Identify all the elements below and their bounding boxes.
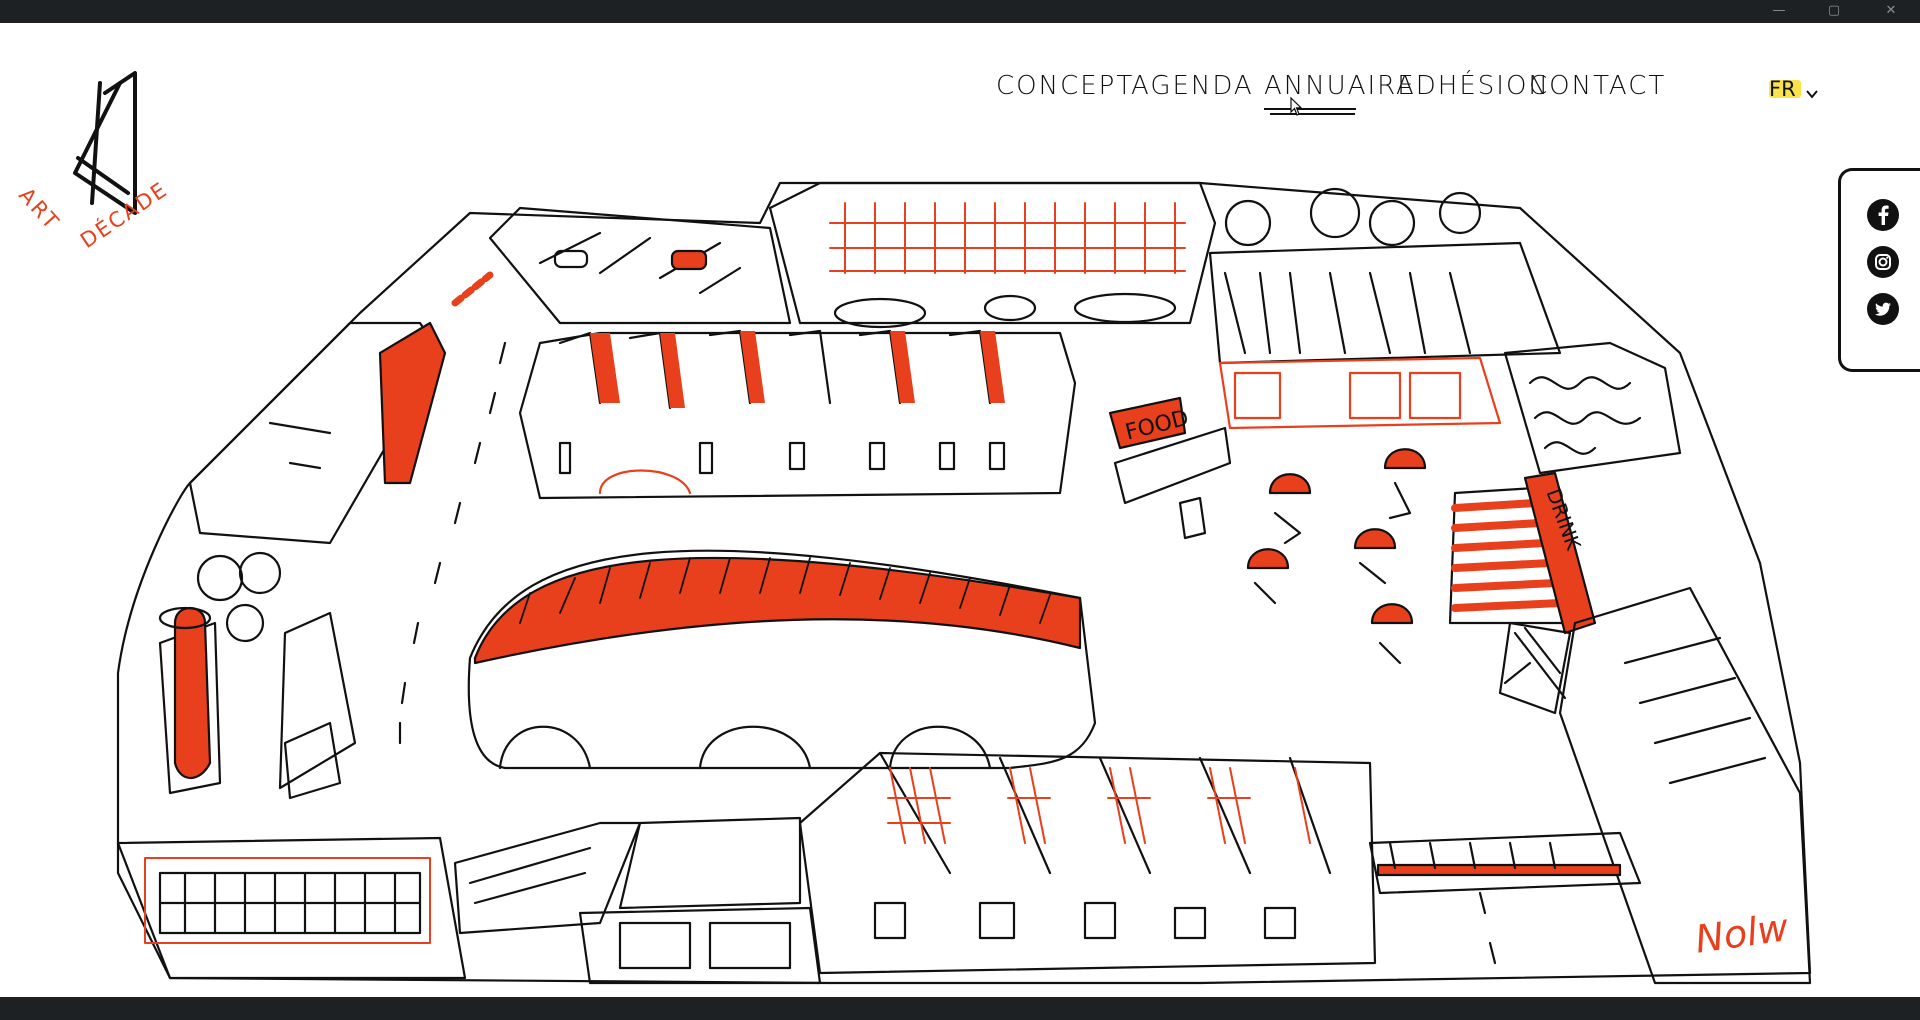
factory-bottom [798, 751, 1377, 975]
page-stage: FOOD DRINK [0, 23, 1920, 997]
car-icon [670, 249, 708, 271]
car-icon [553, 249, 589, 269]
parking-area [488, 206, 792, 325]
art-decade-logo[interactable] [30, 63, 160, 263]
barrier-icon [451, 271, 494, 307]
restore-button[interactable]: ▢ [1827, 3, 1841, 18]
nav-annuaire[interactable]: ANNUAIRE [1264, 71, 1416, 101]
main-nav: CONCEPT AGENDA ANNUAIRE ADHÉSION CONTACT [0, 71, 1920, 115]
nav-adhesion[interactable]: ADHÉSION [1396, 71, 1550, 101]
building-right [1558, 586, 1812, 985]
parasol-tables [1246, 448, 1427, 665]
grid-building-top [768, 181, 1217, 325]
facebook-icon[interactable] [1867, 199, 1899, 231]
mouse-cursor-icon [1290, 97, 1303, 116]
site-illustration: FOOD DRINK [116, 181, 1812, 985]
chevron-down-icon[interactable] [1805, 87, 1819, 101]
instagram-icon[interactable] [1867, 246, 1899, 278]
factory-top [518, 331, 1077, 500]
nav-contact[interactable]: CONTACT [1529, 71, 1667, 101]
window-titlebar: — ▢ ✕ [0, 0, 1920, 23]
minimize-button[interactable]: — [1772, 3, 1786, 18]
close-button[interactable]: ✕ [1885, 3, 1897, 18]
language-selector[interactable]: FR [1769, 77, 1796, 101]
nav-concept[interactable]: CONCEPT [996, 71, 1135, 101]
nav-active-underline [1264, 108, 1356, 110]
social-panel [1838, 168, 1920, 372]
food-sign [1108, 396, 1187, 450]
window-bottombar [0, 997, 1920, 1020]
market-area [1208, 241, 1562, 365]
nav-agenda[interactable]: AGENDA [1131, 71, 1254, 101]
language-highlight [1769, 80, 1801, 98]
drink-sign [1523, 471, 1597, 635]
artist-signature: Nolw [1693, 905, 1792, 962]
twitter-icon[interactable] [1867, 293, 1899, 325]
nav-active-underline-2 [1270, 113, 1355, 115]
